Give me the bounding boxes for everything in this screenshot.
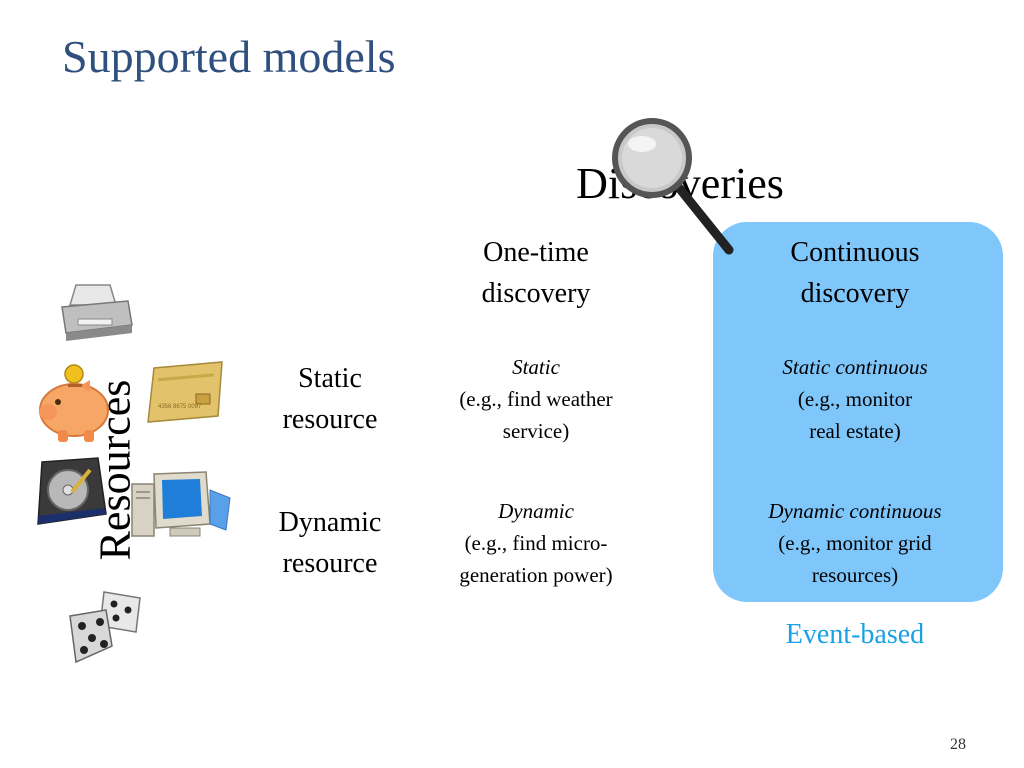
dynamic-resource-line1: Dynamic <box>278 507 382 538</box>
cell-static-continuous-line1: (e.g., monitor <box>797 387 913 411</box>
cell-dynamic-continuous-line2: resources) <box>811 563 899 587</box>
continuous-line1: Continuous <box>790 237 920 268</box>
slide-title: Supported models <box>62 31 396 82</box>
svg-text:4356 8675 0097: 4356 8675 0097 <box>158 404 202 410</box>
page-number: 28 <box>950 736 966 753</box>
printer-icon <box>61 284 133 341</box>
continuous-discovery-box <box>713 222 1003 602</box>
one-time-line1: One-time <box>483 237 589 268</box>
cell-dynamic: Dynamic (e.g., find micro- generation po… <box>426 495 646 591</box>
one-time-line2: discovery <box>481 278 591 309</box>
dice-icon <box>69 591 141 664</box>
piggy-bank-icon <box>39 364 109 442</box>
one-time-discovery-header: One-time discovery <box>426 232 646 314</box>
cell-static: Static (e.g., find weather service) <box>426 351 646 447</box>
computer-icon <box>131 471 231 537</box>
cell-static-name: Static <box>512 355 560 379</box>
cell-static-line1: (e.g., find weather <box>459 387 613 411</box>
event-based-label: Event-based <box>785 619 925 650</box>
static-resource-line1: Static <box>298 363 362 394</box>
cell-static-continuous: Static continuous (e.g., monitor real es… <box>720 351 990 447</box>
static-resource-header: Static resource <box>260 358 400 440</box>
cell-dynamic-line2: generation power) <box>459 563 613 587</box>
static-resource-line2: resource <box>282 404 378 435</box>
cell-dynamic-continuous-name: Dynamic continuous <box>768 499 942 523</box>
hard-drive-icon <box>37 457 107 525</box>
continuous-line2: discovery <box>800 278 910 309</box>
cell-dynamic-continuous-line1: (e.g., monitor grid <box>778 531 932 555</box>
cell-static-line2: service) <box>502 419 570 443</box>
cell-dynamic-line1: (e.g., find micro- <box>464 531 608 555</box>
magnifier-icon <box>612 118 734 255</box>
dynamic-resource-line2: resource <box>282 548 378 579</box>
dynamic-resource-header: Dynamic resource <box>260 502 400 584</box>
cell-dynamic-name: Dynamic <box>498 499 574 523</box>
continuous-discovery-header: Continuous discovery <box>740 232 970 314</box>
cell-dynamic-continuous: Dynamic continuous (e.g., monitor grid r… <box>720 495 990 591</box>
cell-static-continuous-line2: real estate) <box>809 419 901 443</box>
credit-card-icon: 4356 8675 0097 <box>147 361 223 423</box>
cell-static-continuous-name: Static continuous <box>782 355 928 379</box>
